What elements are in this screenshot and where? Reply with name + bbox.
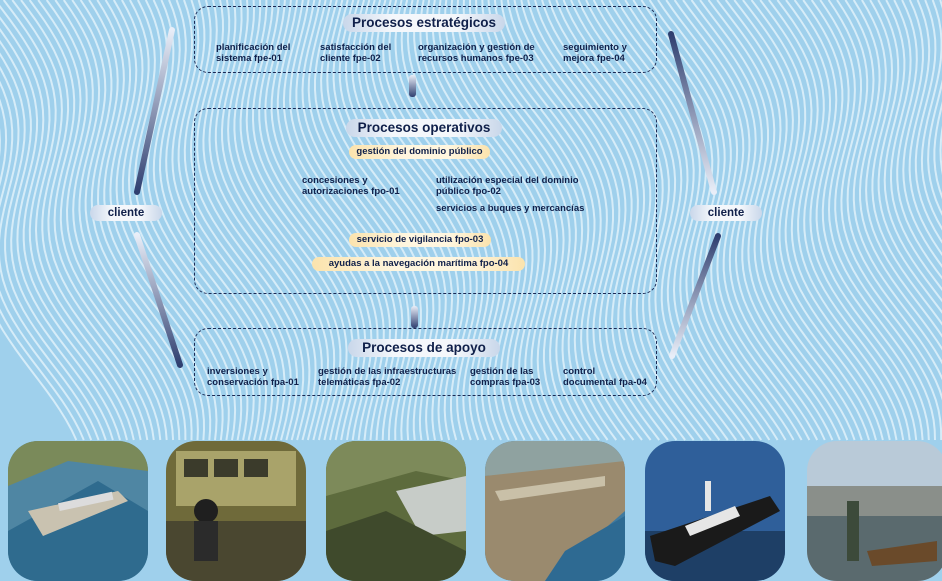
- support-item-1-line1: inversiones y: [207, 366, 268, 377]
- support-item-3: gestión de las compras fpa-03: [470, 366, 540, 388]
- support-item-4-line2: documental fpa-04: [563, 377, 647, 388]
- special-use-item: utilización especial del dominio público…: [436, 175, 579, 197]
- arrow-right-lower: [669, 233, 721, 359]
- special-use-line1: utilización especial del dominio: [436, 175, 579, 186]
- client-label-left: cliente: [90, 205, 162, 221]
- strategic-item-3-line1: organización y gestión de: [418, 42, 535, 53]
- navigation-aids-label: ayudas a la navegación marítima fpo-04: [312, 257, 525, 271]
- photo-ship: [645, 441, 785, 581]
- strategic-item-1-line1: planificación del: [216, 42, 291, 53]
- support-item-4: control documental fpa-04: [563, 366, 647, 388]
- operative-processes-box: [194, 108, 657, 294]
- strategic-item-1: planificación del sistema fpe-01: [216, 42, 290, 64]
- special-use-line2: público fpo-02: [436, 186, 501, 197]
- strategic-item-1-line2: sistema fpe-01: [216, 53, 283, 64]
- concessions-line2: autorizaciones fpo-01: [302, 186, 400, 197]
- support-item-3-line1: gestión de las: [470, 366, 534, 377]
- domain-management-label: gestión del dominio público: [349, 145, 490, 159]
- support-item-1: inversiones y conservación fpa-01: [207, 366, 299, 388]
- link-strategic-operative: [409, 75, 416, 97]
- strategic-item-3: organización y gestión de recursos human…: [418, 42, 535, 64]
- arrow-left-lower: [134, 232, 183, 368]
- operative-title: Procesos operativos: [346, 119, 502, 137]
- strategic-item-4: seguimiento y mejora fpe-04: [563, 42, 627, 64]
- strategic-item-2: satisfacción del cliente fpe-02: [320, 42, 391, 64]
- strategic-title: Procesos estratégicos: [343, 14, 505, 32]
- support-item-2-line1: gestión de las infraestructuras: [318, 366, 457, 377]
- strategic-item-4-line1: seguimiento y: [563, 42, 627, 53]
- strategic-item-3-line2: recursos humanos fpe-03: [418, 53, 534, 64]
- photo-coast-hills: [326, 441, 466, 581]
- strategic-processes-box: [194, 6, 657, 73]
- ship-services-item: servicios a buques y mercancías: [436, 203, 585, 214]
- support-title: Procesos de apoyo: [348, 339, 500, 357]
- photo-control-room: [166, 441, 306, 581]
- support-item-4-line1: control: [563, 366, 596, 377]
- support-item-1-line2: conservación fpa-01: [207, 377, 299, 388]
- support-item-2-line2: telemáticas fpa-02: [318, 377, 401, 388]
- photo-marina: [807, 441, 942, 581]
- arrow-right-upper: [668, 31, 717, 195]
- photo-port-city: [485, 441, 625, 581]
- client-label-right: cliente: [690, 205, 762, 221]
- support-item-3-line2: compras fpa-03: [470, 377, 541, 388]
- strategic-item-4-line2: mejora fpe-04: [563, 53, 625, 64]
- support-processes-box: [194, 328, 657, 396]
- photo-port-aerial: [8, 441, 148, 581]
- concessions-item: concesiones y autorizaciones fpo-01: [302, 175, 400, 197]
- concessions-line1: concesiones y: [302, 175, 368, 186]
- surveillance-label: servicio de vigilancia fpo-03: [349, 233, 491, 247]
- support-item-2: gestión de las infraestructuras telemáti…: [318, 366, 456, 388]
- link-operative-support: [411, 306, 418, 328]
- strategic-item-2-line2: cliente fpe-02: [320, 53, 381, 64]
- strategic-item-2-line1: satisfacción del: [320, 42, 392, 53]
- arrow-left-upper: [134, 27, 175, 195]
